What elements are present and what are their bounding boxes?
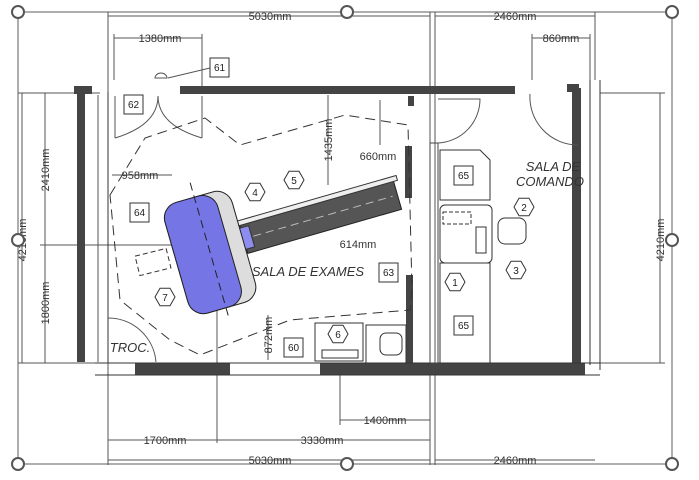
svg-text:65: 65 [458, 321, 470, 332]
tag-63: 63 [378, 262, 399, 283]
hex-tag-4: 4 [244, 182, 266, 202]
dim-bottom-inner: 1400mm [364, 415, 407, 427]
hex-tag-3: 3 [505, 260, 527, 280]
room-command-line2: COMANDO [516, 174, 584, 189]
square-tags: 61 62 64 63 65 65 60 [123, 57, 474, 358]
hex-tag-label: 2 [521, 203, 527, 214]
tag-64: 64 [129, 202, 150, 223]
room-changing: TROC. [110, 340, 150, 355]
dim-1435: 1435mm [323, 119, 335, 162]
hex-tags: 1 2 3 4 5 6 7 [154, 170, 535, 344]
dim-bottom-right-total: 2460mm [494, 455, 537, 467]
svg-text:61: 61 [214, 63, 226, 74]
resize-handle-e[interactable] [665, 233, 679, 247]
hex-tag-1: 1 [444, 272, 466, 292]
walls [74, 80, 601, 376]
dim-top-door-right: 860mm [543, 33, 580, 45]
tag-65-bottom: 65 [453, 315, 474, 336]
dim-left-upper: 2410mm [40, 149, 52, 192]
resize-handle-se[interactable] [665, 457, 679, 471]
dim-660: 660mm [360, 151, 397, 163]
tag-62: 62 [123, 94, 144, 115]
svg-text:63: 63 [383, 268, 395, 279]
resize-handle-w[interactable] [11, 233, 25, 247]
room-command-line1: SALA DE [526, 159, 581, 174]
dim-top-right-total: 2460mm [494, 11, 537, 23]
hex-tag-6: 6 [327, 324, 349, 344]
dim-top-door-left: 1380mm [139, 33, 182, 45]
hex-tag-label: 4 [252, 188, 258, 199]
hex-tag-label: 6 [335, 330, 341, 341]
hex-tag-7: 7 [154, 287, 176, 307]
svg-text:65: 65 [458, 171, 470, 182]
dim-bottom-left-total: 5030mm [249, 455, 292, 467]
tag-61: 61 [209, 57, 230, 78]
xray-equipment [134, 174, 403, 318]
svg-text:60: 60 [288, 343, 300, 354]
resize-handle-ne[interactable] [665, 5, 679, 19]
dim-bottom-left-b: 3330mm [301, 435, 344, 447]
dim-right-total: 4210mm [655, 219, 667, 262]
dim-left-lower: 1800mm [40, 282, 52, 325]
dim-top-left-total: 5030mm [249, 11, 292, 23]
resize-handle-nw[interactable] [11, 5, 25, 19]
svg-text:64: 64 [134, 208, 146, 219]
room-exam: SALA DE EXAMES [252, 264, 365, 279]
dim-872: 872mm [263, 317, 275, 354]
tag-65-top: 65 [453, 165, 474, 186]
resize-handle-n[interactable] [340, 5, 354, 19]
selection-handles[interactable] [11, 5, 679, 471]
doors [107, 67, 579, 363]
dim-958: 958mm [122, 170, 159, 182]
dimension-lines [18, 12, 665, 465]
hex-tag-label: 1 [452, 278, 458, 289]
resize-handle-s[interactable] [340, 457, 354, 471]
hex-tag-label: 5 [291, 176, 297, 187]
hex-tag-label: 3 [513, 266, 519, 277]
hex-tag-5: 5 [283, 170, 305, 190]
furniture [314, 149, 527, 364]
dim-bottom-left-a: 1700mm [144, 435, 187, 447]
hex-tag-2: 2 [513, 197, 535, 217]
hex-tag-label: 7 [162, 293, 168, 304]
svg-text:62: 62 [128, 100, 140, 111]
radiation-zone [109, 114, 413, 356]
dim-614: 614mm [340, 239, 377, 251]
tag-60: 60 [283, 337, 304, 358]
resize-handle-sw[interactable] [11, 457, 25, 471]
